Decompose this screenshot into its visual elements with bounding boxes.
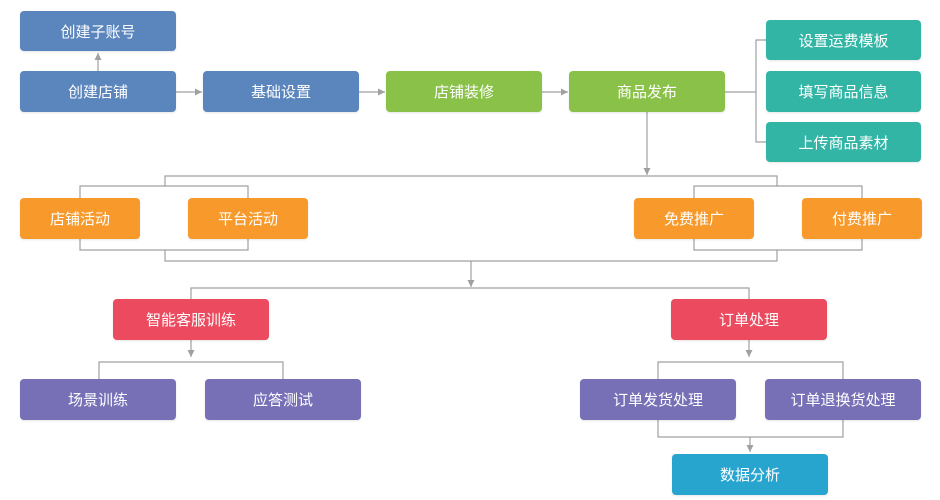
upload-product-material-node: 上传商品素材 [766, 122, 921, 162]
basic-settings-node: 基础设置 [203, 71, 359, 112]
order-shipping-node: 订单发货处理 [580, 379, 736, 420]
bracket-product-tasks [755, 39, 766, 143]
bracket-order-subtasks [657, 361, 844, 379]
bracket-promotions-bottom [164, 250, 778, 262]
bracket-left-bottom [79, 239, 249, 251]
bracket-cs-subtasks [98, 361, 284, 379]
scenario-training-node: 场景训练 [20, 379, 176, 420]
shop-activity-node: 店铺活动 [20, 198, 140, 239]
order-processing-node: 订单处理 [671, 299, 827, 340]
order-return-exchange-node: 订单退换货处理 [765, 379, 921, 420]
create-shop-node: 创建店铺 [20, 71, 176, 112]
set-shipping-template-node: 设置运费模板 [766, 20, 921, 60]
paid-promotion-node: 付费推广 [802, 198, 922, 239]
free-promotion-node: 免费推广 [634, 198, 754, 239]
bracket-left-top [79, 185, 249, 198]
bracket-right-bottom [693, 239, 863, 251]
platform-activity-node: 平台活动 [188, 198, 308, 239]
response-test-node: 应答测试 [205, 379, 361, 420]
bracket-right-top [693, 185, 863, 198]
fill-product-info-node: 填写商品信息 [766, 71, 921, 112]
bracket-order-merge [657, 419, 844, 438]
smart-cs-training-node: 智能客服训练 [113, 299, 269, 340]
product-publish-node: 商品发布 [569, 71, 725, 112]
bracket-promotions-top [164, 175, 778, 186]
create-sub-account-node: 创建子账号 [20, 11, 176, 51]
shop-decoration-node: 店铺装修 [386, 71, 542, 112]
data-analysis-node: 数据分析 [672, 454, 828, 495]
bracket-split-cs-order [190, 287, 750, 299]
